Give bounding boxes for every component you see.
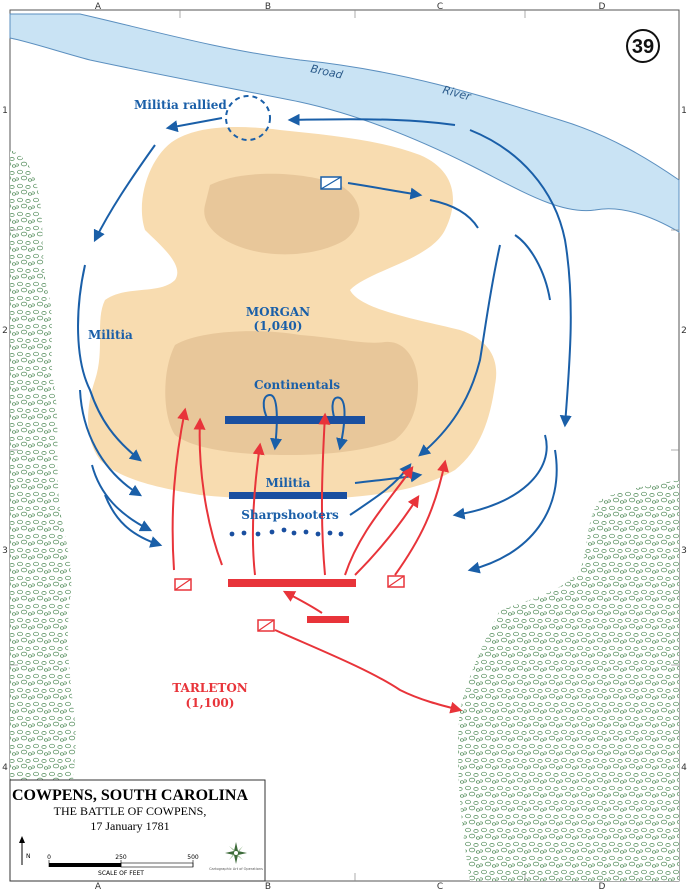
grid-row-4-right: 4 <box>681 763 687 773</box>
woods-right <box>458 480 679 881</box>
label-tarleton: TARLETON <box>172 681 248 695</box>
grid-col-d-bottom: D <box>599 882 606 891</box>
hill-crest-upper <box>204 173 360 255</box>
british-reserve <box>307 616 349 623</box>
blue-arrow-militia-right <box>354 470 423 484</box>
label-militia-center: Militia <box>266 476 311 490</box>
grid-row-3-right: 3 <box>681 546 687 556</box>
grid-row-4-left: 4 <box>2 763 8 773</box>
red-arrow-reserve <box>282 590 323 614</box>
compass-star-icon <box>225 842 247 864</box>
blue-arrow-left-loop-top <box>93 144 156 243</box>
continentals-line <box>225 416 365 424</box>
scale-label: SCALE OF FEET <box>98 870 144 877</box>
legend-date: 17 January 1781 <box>90 819 169 833</box>
blue-arrow-left-3 <box>104 494 163 548</box>
british-main-line <box>228 579 356 587</box>
american-flag-unit <box>320 176 342 190</box>
label-continentals: Continentals <box>254 378 340 392</box>
red-arrow-3 <box>251 442 265 576</box>
red-arrow-cavalry <box>274 629 463 714</box>
blue-arrow-left-loop-mid <box>77 264 142 462</box>
map-number-badge <box>626 29 660 63</box>
map-number: 39 <box>632 36 654 58</box>
grid-row-2-right: 2 <box>681 326 687 336</box>
scale-bar <box>48 860 194 868</box>
blue-arrow-far-right <box>469 129 572 428</box>
scale-tick-250: 250 <box>115 854 127 861</box>
blue-arrow-left-2 <box>91 464 153 532</box>
legend-title: COWPENS, SOUTH CAROLINA <box>12 787 248 804</box>
credit-text: Cartographic Art of Operations <box>209 867 263 871</box>
blue-arrow-right-loop-top <box>287 113 456 126</box>
north-label: N <box>26 853 31 860</box>
label-militia-rallied: Militia rallied <box>134 98 227 112</box>
grid-col-b-top: B <box>265 2 271 12</box>
grid-col-c-top: C <box>437 2 443 12</box>
blue-arrow-cont-left <box>262 393 282 451</box>
grid-col-a-bottom: A <box>95 882 102 891</box>
grid-row-3-left: 3 <box>2 546 8 556</box>
label-morgan: MORGAN <box>246 305 310 319</box>
north-arrow <box>19 836 25 865</box>
scale-tick-500: 500 <box>187 854 199 861</box>
grid-col-d-top: D <box>599 2 606 12</box>
grid-frame <box>10 10 679 881</box>
british-movements <box>171 407 463 714</box>
label-tarleton-strength: (1,100) <box>186 696 235 710</box>
grid-col-c-bottom: C <box>437 882 443 891</box>
scale-tick-0: 0 <box>47 854 51 861</box>
red-arrow-7 <box>394 459 449 576</box>
grid-row-2-left: 2 <box>2 326 8 336</box>
british-cavalry-right <box>387 575 405 588</box>
label-militia-left: Militia <box>88 328 133 342</box>
blue-arrow-cont-right <box>331 396 348 451</box>
hill-crest-lower <box>165 331 418 455</box>
legend-subtitle: THE BATTLE OF COWPENS, <box>54 804 207 818</box>
red-arrow-1 <box>171 407 190 571</box>
grid-row-1-left: 1 <box>2 106 8 116</box>
grid-col-b-bottom: B <box>265 882 271 891</box>
sharpshooters-line <box>229 527 344 537</box>
british-cavalry-left <box>174 578 192 591</box>
blue-arrow-right-loop-descend <box>418 244 501 457</box>
blue-arrow-right-return-1 <box>452 434 548 520</box>
grid-col-a-top: A <box>95 2 102 12</box>
label-sharpshooters: Sharpshooters <box>241 508 339 522</box>
militia-rally-circle <box>225 95 271 141</box>
red-arrow-2 <box>193 417 223 566</box>
militia-line <box>229 492 347 499</box>
red-arrow-5 <box>344 466 414 576</box>
red-arrow-6 <box>354 494 420 576</box>
label-morgan-strength: (1,040) <box>254 319 303 333</box>
broad-river <box>9 13 680 233</box>
blue-arrow-rally-left <box>165 117 223 133</box>
woods-left <box>10 150 76 845</box>
blue-arrow-from-flag <box>347 182 423 200</box>
british-cavalry-rear <box>257 619 275 632</box>
red-arrow-4 <box>318 412 331 576</box>
blue-arrow-upper-right <box>514 234 551 301</box>
blue-arrow-right-return-2 <box>467 449 558 574</box>
grid-row-1-right: 1 <box>681 106 687 116</box>
blue-arrow-flag-tail <box>429 199 479 229</box>
blue-arrow-left-1 <box>79 389 143 497</box>
